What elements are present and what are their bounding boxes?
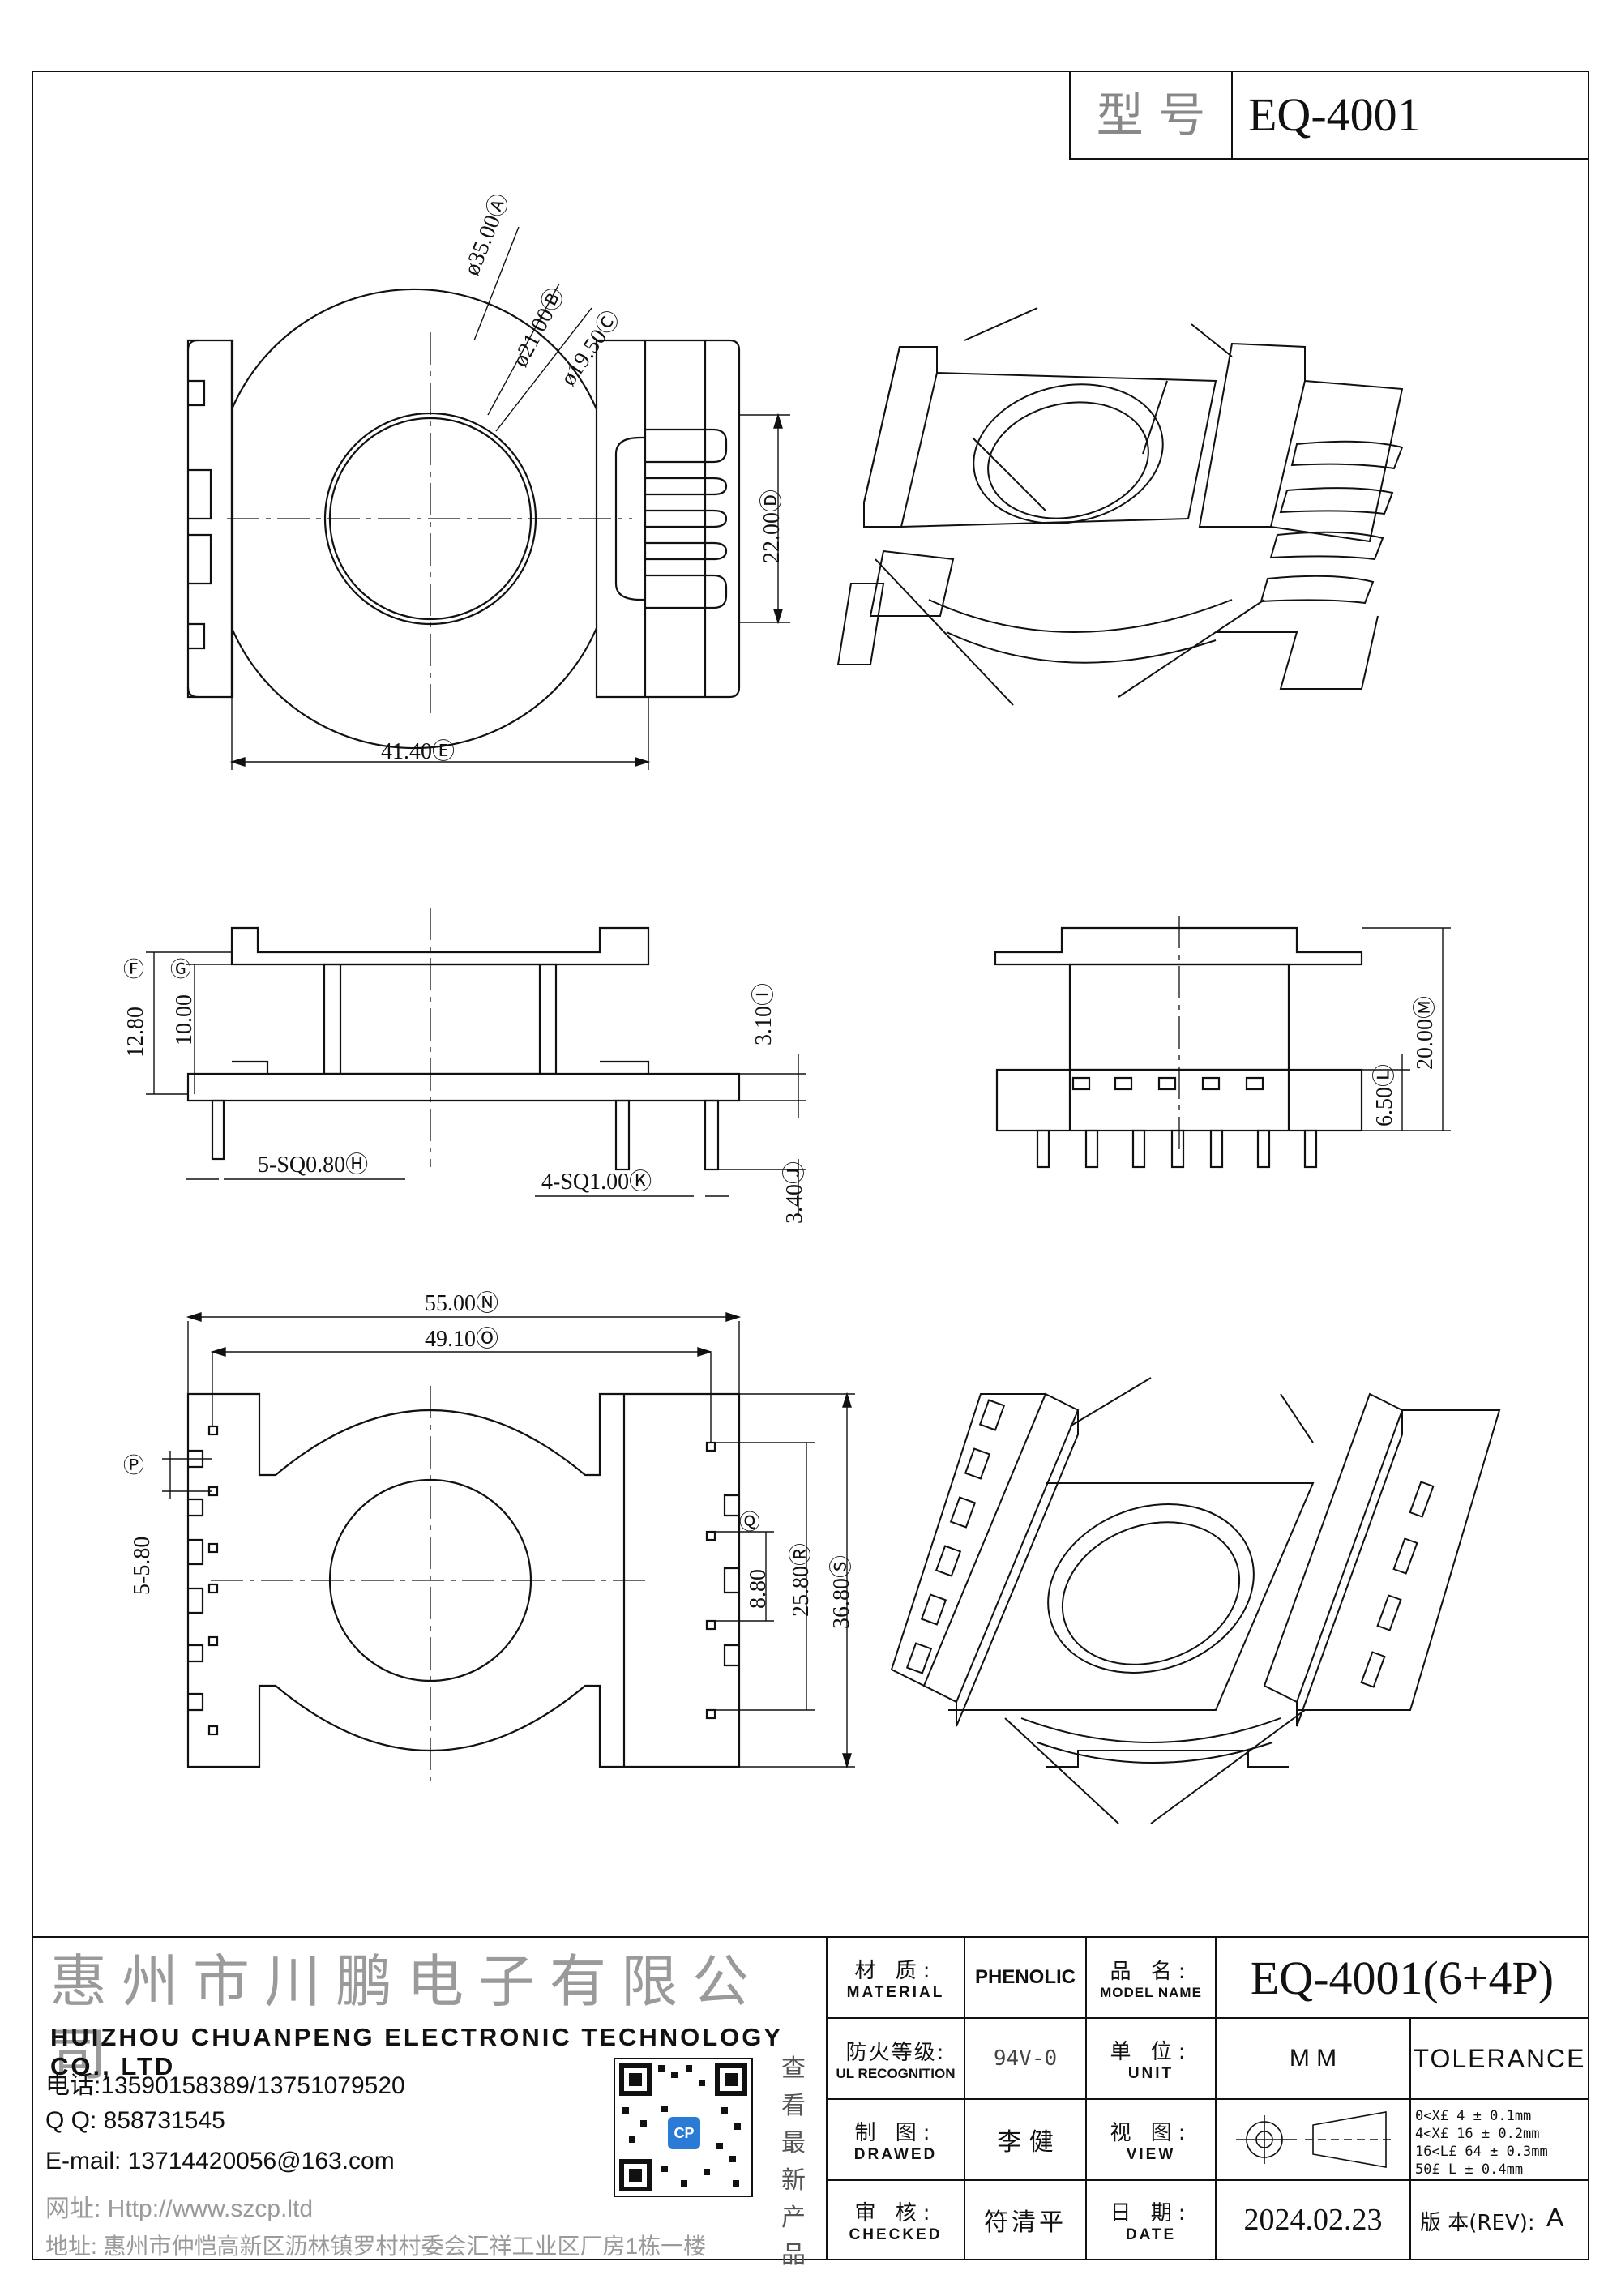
material-value: PHENOLIC [974, 1966, 1076, 1988]
fire-rating-label-cn: 防火等级: [845, 2040, 946, 2065]
end-view [994, 926, 1363, 1169]
company-name-en: HUIZHOU CHUANPENG ELECTRONIC TECHNOLOGY … [50, 2023, 783, 2080]
checked-cell: 审 核: CHECKED [827, 2180, 964, 2260]
model-header-box [1069, 71, 1589, 160]
bottom-view-centerlines [211, 1386, 648, 1783]
dim-p-val: 5-5.80 [130, 1536, 155, 1595]
date-cell: 日 期: DATE [1086, 2180, 1216, 2260]
dim-i: 3.10Ⓘ [751, 982, 776, 1045]
dim-l: 6.50Ⓛ [1372, 1063, 1397, 1127]
material-cell: 材 质: MATERIAL [827, 1937, 964, 2018]
dim-e: 41.40Ⓔ [381, 739, 456, 764]
dim-j: 3.40Ⓙ [782, 1161, 807, 1224]
bottom-view-dimensions [162, 1312, 855, 1769]
model-value: EQ-4001 [1248, 88, 1421, 141]
material-label-cn: 材 质: [854, 1958, 937, 1983]
dim-o: 49.10Ⓞ [425, 1327, 499, 1352]
dim-d: 22.00Ⓓ [759, 489, 785, 563]
dim-p: Ⓟ [123, 1454, 145, 1477]
unit-cell: 单 位: UNIT [1086, 2018, 1216, 2099]
model-name-cell: 品 名: MODEL NAME [1086, 1937, 1216, 2018]
unit-label-en: UNIT [1127, 2064, 1174, 2082]
dim-g: Ⓖ [170, 958, 192, 981]
side-view [186, 926, 741, 1171]
side-view-dimensions [146, 951, 806, 1216]
dim-q: Ⓠ [739, 1511, 761, 1534]
top-view-dimensions [229, 226, 790, 770]
model-name-label-cn: 品 名: [1110, 1959, 1192, 1984]
checked-label-en: CHECKED [849, 2225, 943, 2243]
dim-g-val: 10.00 [172, 994, 197, 1045]
date-label-cn: 日 期: [1110, 2200, 1192, 2225]
tolerance-row: 16<L£ 64 ± 0.3mm [1415, 2144, 1548, 2160]
qr-code [614, 2058, 753, 2197]
model-name-label-en: MODEL NAME [1100, 1984, 1202, 2000]
dim-q-val: 8.80 [746, 1569, 771, 1609]
contact-website[interactable]: 网址: Http://www.szcp.ltd [45, 2196, 314, 2222]
unit-value: M M [1289, 2045, 1337, 2072]
dim-f-val: 12.80 [123, 1007, 148, 1058]
view-symbol [1236, 2111, 1394, 2168]
view-label-cn: 视 图: [1110, 2120, 1192, 2145]
unit-label-cn: 单 位: [1110, 2039, 1192, 2064]
contact-qq: Q Q: 858731545 [45, 2107, 225, 2134]
dim-s: 36.80Ⓢ [829, 1554, 854, 1629]
tolerance-table: 0<X£ 4 ± 0.1mm 4<X£ 16 ± 0.2mm 16<L£ 64 … [1415, 2107, 1587, 2178]
model-name-value: EQ-4001(6+4P) [1250, 1951, 1555, 2004]
qr-badge: CP [674, 2125, 695, 2141]
border-frame [32, 71, 1589, 2260]
revision-label: 版 本(REV): [1420, 2211, 1535, 2235]
dim-m: 20.00Ⓜ [1413, 995, 1438, 1070]
drawn-value: 李 健 [997, 2128, 1054, 2157]
drawn-label-en: DRAWED [853, 2145, 938, 2163]
dim-r: 25.80Ⓡ [789, 1542, 814, 1617]
contact-phone: 电话:13590158389/13751079520 [45, 2072, 405, 2099]
fire-rating-label-en: UL RECOGNITION [836, 2065, 956, 2081]
tolerance-title: TOLERANCE [1413, 2043, 1586, 2073]
checked-value: 符清平 [984, 2208, 1067, 2237]
iso-view-bottom [890, 1377, 1501, 1824]
contact-email: E-mail: 13714420056@163.com [45, 2148, 395, 2174]
model-label: 型 号 [1096, 88, 1206, 143]
top-view-centerlines [227, 332, 632, 713]
fire-rating-value: 94V-0 [993, 2046, 1058, 2071]
end-view-dimensions [1362, 927, 1451, 1131]
tolerance-row: 50£ L ± 0.4mm [1415, 2161, 1524, 2178]
dim-h: 5-SQ0.80Ⓗ [258, 1152, 369, 1178]
revision-value: A [1546, 2203, 1564, 2232]
qr-caption: 查看最新产品 [781, 2054, 806, 2269]
fire-rating-cell: 防火等级: UL RECOGNITION [827, 2018, 964, 2099]
date-label-en: DATE [1125, 2225, 1177, 2243]
dim-n: 55.00Ⓝ [425, 1291, 499, 1316]
contact-address: 地址: 惠州市仲恺高新区沥林镇罗村村委会汇祥工业区厂房1栋一楼 [45, 2234, 707, 2259]
title-block-grid [32, 1936, 1589, 2260]
dim-k: 4-SQ1.00Ⓚ [541, 1169, 652, 1195]
iso-view-top [836, 307, 1404, 706]
top-view-right-flange [595, 339, 741, 699]
dim-f: Ⓕ [123, 958, 145, 981]
drawn-cell: 制 图: DRAWED [827, 2099, 964, 2180]
view-label-en: VIEW [1126, 2145, 1176, 2163]
material-label-en: MATERIAL [846, 1983, 945, 2001]
tolerance-row: 4<X£ 16 ± 0.2mm [1415, 2126, 1540, 2142]
drawn-label-cn: 制 图: [854, 2120, 937, 2145]
view-cell: 视 图: VIEW [1086, 2099, 1216, 2180]
company-name-cn: 惠州市川鹏电子有限公司 [50, 1948, 763, 2088]
tolerance-row: 0<X£ 4 ± 0.1mm [1415, 2108, 1532, 2124]
checked-label-cn: 审 核: [854, 2200, 937, 2225]
date-value: 2024.02.23 [1243, 2203, 1383, 2237]
